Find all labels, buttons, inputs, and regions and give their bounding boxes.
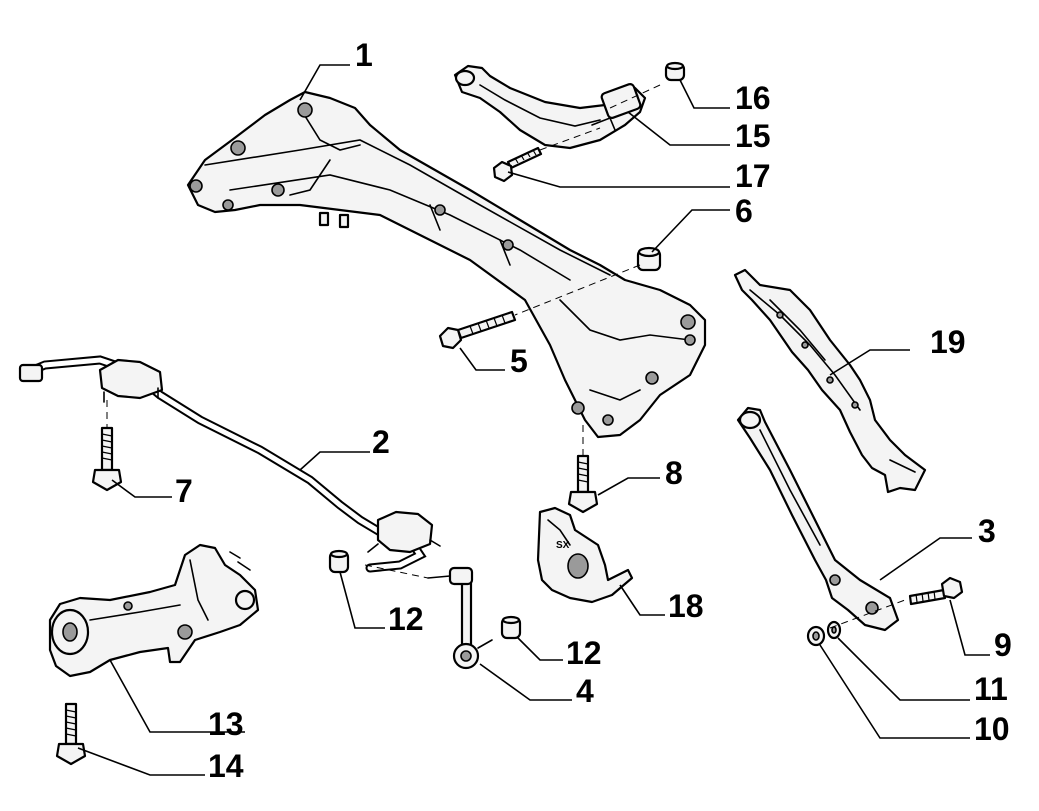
part-12-bush-right: [500, 615, 522, 640]
callout-3: 3: [978, 513, 996, 549]
leader-lines: [77, 64, 990, 776]
callout-18: 18: [668, 588, 704, 624]
callout-14: 14: [208, 748, 244, 784]
part-14-bolt: [55, 702, 87, 766]
callout-labels: 1 2 3 4 5 6 7 8 9 10 11 12 12 13 14 15 1…: [175, 37, 1012, 784]
part-4-drop-link: [427, 566, 493, 670]
callout-15: 15: [735, 118, 771, 154]
callout-9: 9: [994, 627, 1012, 663]
part-7-bolt: [91, 426, 123, 492]
part-1-crossmember: [186, 90, 707, 439]
callout-4: 4: [576, 673, 594, 709]
part-10-nut: [806, 625, 826, 647]
part-9-bolt: [908, 576, 964, 606]
part-16-bush: [664, 61, 686, 82]
callout-12-left: 12: [388, 601, 424, 637]
callout-10: 10: [974, 711, 1010, 747]
part-3-lower-link-arm: [736, 406, 900, 632]
callout-11: 11: [974, 671, 1008, 707]
callout-7: 7: [175, 473, 193, 509]
part-19-underbody-shield: [733, 268, 927, 494]
callout-8: 8: [665, 455, 683, 491]
part-13-trailing-arm: [48, 543, 260, 678]
callout-6: 6: [735, 193, 753, 229]
part-5-bolt: [438, 310, 517, 350]
part-15-upper-control-arm: [453, 64, 647, 150]
callout-16: 16: [735, 80, 771, 116]
callout-13: 13: [208, 706, 244, 742]
assembly-axes: [106, 84, 906, 629]
part-12-bush-left: [328, 549, 350, 574]
callout-19: 19: [930, 324, 966, 360]
part-17-bolt: [492, 146, 543, 183]
callout-2: 2: [372, 424, 390, 460]
side-stamp-text: SX: [556, 540, 570, 551]
callout-12-right: 12: [566, 635, 602, 671]
callout-5: 5: [510, 343, 528, 379]
part-6-bush: [636, 246, 662, 272]
callout-1: 1: [355, 37, 373, 73]
part-8-bolt: [567, 454, 599, 514]
callout-17: 17: [735, 158, 771, 194]
part-11-washer: [826, 620, 842, 640]
part-2-stabilizer-bar: [18, 355, 441, 573]
part-18-shield-bracket: SX: [536, 506, 634, 604]
